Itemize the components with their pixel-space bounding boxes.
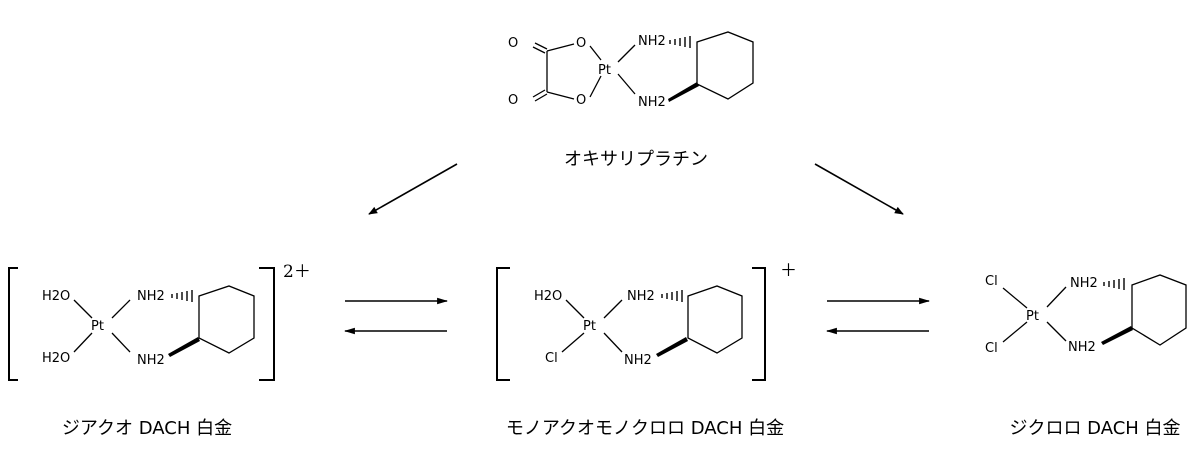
diaqua-structure: H2O H2O Pt NH2 NH2 2＋	[8, 262, 311, 381]
caption-monoaqua: モノアクオモノクロロ DACH 白金	[506, 418, 784, 439]
monoaqua-hashed-wedge	[661, 290, 683, 302]
arrow-to-diaqua	[368, 163, 458, 215]
oxalate-carbonyl-o-top: O	[508, 36, 518, 51]
dichloro-bold-wedge	[1101, 326, 1133, 345]
monoaqua-bold-wedge	[656, 337, 688, 357]
dichloro-pt: Pt	[1026, 309, 1039, 324]
monoaqua-pt: Pt	[583, 319, 596, 334]
caption-dichloro: ジクロロ DACH 白金	[1009, 418, 1180, 439]
dichloro-nh2-bottom: NH2	[1068, 340, 1096, 355]
left-bracket-close	[259, 267, 275, 381]
diaqua-pt: Pt	[91, 319, 104, 334]
monoaqua-cl: Cl	[545, 351, 558, 366]
diaqua-h2o-top: H2O	[42, 289, 70, 304]
dichloro-cl-top: Cl	[985, 274, 998, 289]
oxalate-o-top: O	[576, 36, 586, 51]
middle-bracket-open	[496, 267, 510, 381]
dichloro-cl-bottom: Cl	[985, 341, 998, 356]
caption-oxaliplatin: オキサリプラチン	[564, 149, 708, 170]
oxaliplatin-bold-wedge	[668, 82, 699, 102]
diaqua-bold-wedge	[168, 337, 200, 357]
diaqua-hashed-wedge	[171, 290, 193, 302]
oxaliplatin-structure: O O O O Pt NH2 NH2	[508, 31, 754, 110]
oxaliplatin-pt: Pt	[598, 63, 611, 78]
dichloro-nh2-top: NH2	[1070, 276, 1098, 291]
dichloro-hashed-wedge	[1103, 278, 1125, 290]
monoaqua-h2o: H2O	[534, 289, 562, 304]
oxaliplatin-nh2-bottom: NH2	[638, 95, 666, 110]
arrow-to-dichloro	[814, 163, 904, 215]
oxaliplatin-cyclohexane	[696, 31, 754, 100]
monoaqua-cyclohexane	[687, 285, 743, 354]
middle-bracket-close	[752, 267, 766, 381]
monoaqua-nh2-bottom: NH2	[624, 353, 652, 368]
diaqua-cyclohexane	[198, 285, 255, 354]
oxalate-o-bottom: O	[576, 93, 586, 108]
diaqua-charge: 2＋	[283, 262, 311, 282]
monoaqua-structure: H2O Cl Pt NH2 NH2 ＋	[496, 261, 797, 381]
monoaqua-nh2-top: NH2	[627, 289, 655, 304]
monoaqua-charge: ＋	[780, 261, 797, 281]
oxaliplatin-nh2-top: NH2	[638, 34, 666, 49]
caption-diaqua: ジアクオ DACH 白金	[62, 418, 232, 439]
diaqua-nh2-top: NH2	[137, 289, 165, 304]
oxalate-carbonyl-o-bottom: O	[508, 93, 518, 108]
diaqua-nh2-bottom: NH2	[137, 353, 165, 368]
diaqua-h2o-bottom: H2O	[42, 351, 70, 366]
left-bracket-open	[8, 267, 18, 381]
dichloro-cyclohexane	[1131, 274, 1187, 346]
oxaliplatin-hashed-wedge	[669, 36, 691, 48]
dichloro-structure: Cl Cl Pt NH2 NH2	[985, 274, 1187, 356]
